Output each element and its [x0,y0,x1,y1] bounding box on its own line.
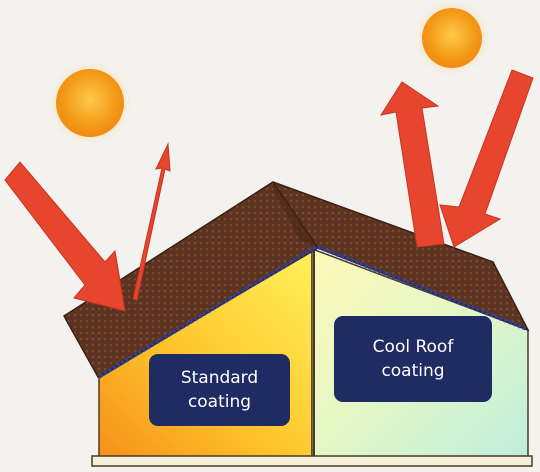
roof-coating-strip [98,245,528,378]
cool-roof-label-line2: coating [381,361,445,381]
reflected-arrow-cool-roof [379,81,445,248]
house-foundation [91,455,533,467]
standard-label-line1: Standard [180,368,259,388]
cool-roof-label-line1: Cool Roof [372,337,454,357]
standard-coating-label: Standard coating [149,354,290,426]
incoming-sun-arrow-right [439,69,534,248]
sun-icon-left [48,61,132,145]
roof [63,181,530,379]
sun-icon-right [414,0,490,76]
reflected-arrow-standard [132,142,171,301]
cool-roof-coating-label: Cool Roof coating [334,316,492,402]
incoming-sun-arrow-left [4,161,126,312]
standard-label-line2: coating [187,392,252,412]
sunlight-arrows [4,69,534,312]
